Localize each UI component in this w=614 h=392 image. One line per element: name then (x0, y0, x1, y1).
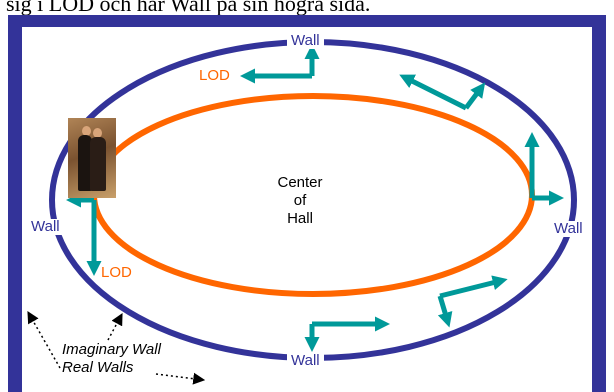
wall-label-left: Wall (27, 219, 64, 235)
arrow-nw-wall (464, 82, 486, 110)
imaginary-wall-note: Imaginary Wall (62, 341, 161, 358)
center-of-hall-label: Center of Hall (277, 174, 323, 227)
real-walls-note: Real Walls (62, 359, 134, 376)
lod-label-left: LOD (101, 264, 132, 281)
pointer-imaginary-wall (107, 312, 123, 341)
wall-label-top: Wall (287, 33, 324, 49)
wall-label-bottom: Wall (287, 353, 324, 369)
pointer-real-wall-left (27, 310, 61, 369)
arrow-br-wall (437, 295, 453, 328)
wall-label-right: Wall (550, 221, 587, 237)
arrow-nw-lod (399, 74, 468, 111)
slide-caption: sig i LOD och har Wall på sin högra sida… (6, 0, 371, 15)
lod-label-top: LOD (199, 67, 230, 84)
arrow-br-lod (439, 275, 508, 299)
dancers-photo (68, 118, 116, 198)
pointer-real-wall-bottom (155, 372, 206, 385)
